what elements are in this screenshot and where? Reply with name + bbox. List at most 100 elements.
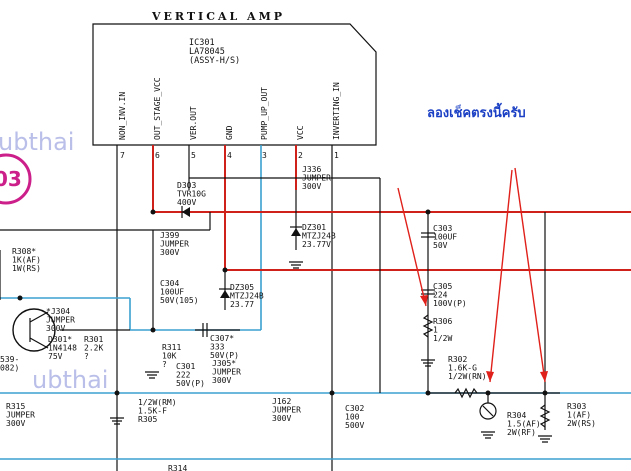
component-label-line: 2W(RS) [567, 419, 596, 428]
component-label-line: 333 [210, 343, 225, 352]
diode-dz305 [219, 288, 231, 298]
component-label-line: R301 [84, 335, 103, 344]
pin-num-5: 5 [191, 151, 196, 160]
component-label-line: 300V [212, 376, 231, 385]
component-label-line: R303 [567, 402, 586, 411]
component-label-line: DZ305 [230, 283, 254, 292]
component-label-line: 082) [0, 364, 19, 373]
component-label-line: 300V [6, 419, 25, 428]
resistor-r306 [422, 314, 434, 338]
ic-pin-numbers: 7 6 5 4 3 2 1 [120, 151, 339, 160]
pin-name-5: VER.OUT [189, 106, 198, 140]
annotation-arrows [397, 167, 548, 383]
component-label-line: R311 [162, 343, 181, 352]
component-label-line: 75V [48, 352, 63, 361]
component-label-line: JUMPER [302, 174, 331, 183]
component-label-line: 100 [345, 413, 360, 422]
component-label-line: 50V [433, 241, 448, 250]
component-label-line: C302 [345, 404, 364, 413]
component-label-line: JUMPER [160, 240, 189, 249]
pin-name-4: GND [225, 125, 234, 140]
component-label-line: D301* [48, 335, 72, 344]
component-label-line: R306 [433, 317, 452, 326]
capacitor-c307 [202, 323, 208, 337]
pin-name-2: VCC [296, 125, 305, 140]
pin-num-4: 4 [227, 151, 232, 160]
component-label-line: 50V(P) [176, 379, 205, 388]
component-label-line: JUMPER [46, 316, 75, 325]
component-label-line: MTZJ24B [302, 232, 336, 241]
pin-num-3: 3 [262, 151, 267, 160]
component-label-line: 500V [345, 421, 364, 430]
component-label-line: R315 [6, 402, 25, 411]
component-label-line: J162 [272, 397, 291, 406]
component-label-line: 1.5(AF) [507, 420, 541, 429]
component-label-line: R305 [138, 415, 157, 424]
component-label-line: 1/2W(RN) [448, 372, 487, 381]
watermark-badge: 03 [0, 153, 32, 205]
pin-num-1: 1 [334, 151, 339, 160]
component-label-line: TVR10G [177, 190, 206, 199]
component-label-line: 1W(RS) [12, 264, 41, 273]
capacitor-c303 [421, 232, 435, 238]
component-label-line: 2.2K [84, 344, 103, 353]
component-label-line: 300V [46, 324, 65, 333]
component-label-line: JUMPER [272, 406, 301, 415]
ic-part: LA78045 [189, 47, 225, 57]
component-label-line: 224 [433, 291, 448, 300]
component-label-line: 1(AF) [567, 411, 591, 420]
ic-pin-names: NON_INV.IN OUT_STAGE_VCC VER.OUT GND PUM… [118, 77, 341, 140]
component-labels: D303TVR10G400VJ336JUMPER300VDZ301MTZJ24B… [0, 165, 596, 471]
component-label-line: R302 [448, 355, 467, 364]
component-label-line: R304 [507, 411, 526, 420]
schematic-title: VERTICAL AMP [151, 10, 285, 23]
component-label-line: 10K [162, 352, 177, 361]
component-label-line: ? [84, 352, 89, 361]
watermark-bottom-text: ubthai [32, 366, 108, 394]
annotation-text: ลองเช็คตรงนี้ครับ [427, 102, 526, 121]
component-label-line: C303 [433, 224, 452, 233]
component-label-line: MTZJ24B [230, 292, 264, 301]
pin-name-6: OUT_STAGE_VCC [153, 77, 162, 140]
component-label-line: 100UF [160, 288, 184, 297]
component-label-line: ? [162, 360, 167, 369]
component-label-line: 23.77 [230, 300, 254, 309]
component-label-line: 300V [302, 182, 321, 191]
component-label-line: DZ301 [302, 223, 326, 232]
component-label-line: 1N4148 [48, 344, 77, 353]
component-label-line: R314 [168, 464, 187, 471]
component-label-line: 1K(AF) [12, 256, 41, 265]
component-label-line: 1.5K-F [138, 407, 167, 416]
pin-name-1: INVERTING_IN [332, 82, 341, 140]
lamp-r304 [479, 393, 497, 420]
component-label-line: 300V [272, 414, 291, 423]
component-label-line: J336 [302, 165, 321, 174]
watermark-number: 03 [0, 167, 22, 191]
component-label-line: JUMPER [212, 368, 241, 377]
component-label-line: 50V(105) [160, 296, 199, 305]
transistor-symbol [12, 308, 56, 352]
component-label-r308: R308*1K(AF)1W(RS) [12, 247, 41, 273]
component-label-line: 222 [176, 371, 191, 380]
component-label-line: 400V [177, 198, 196, 207]
